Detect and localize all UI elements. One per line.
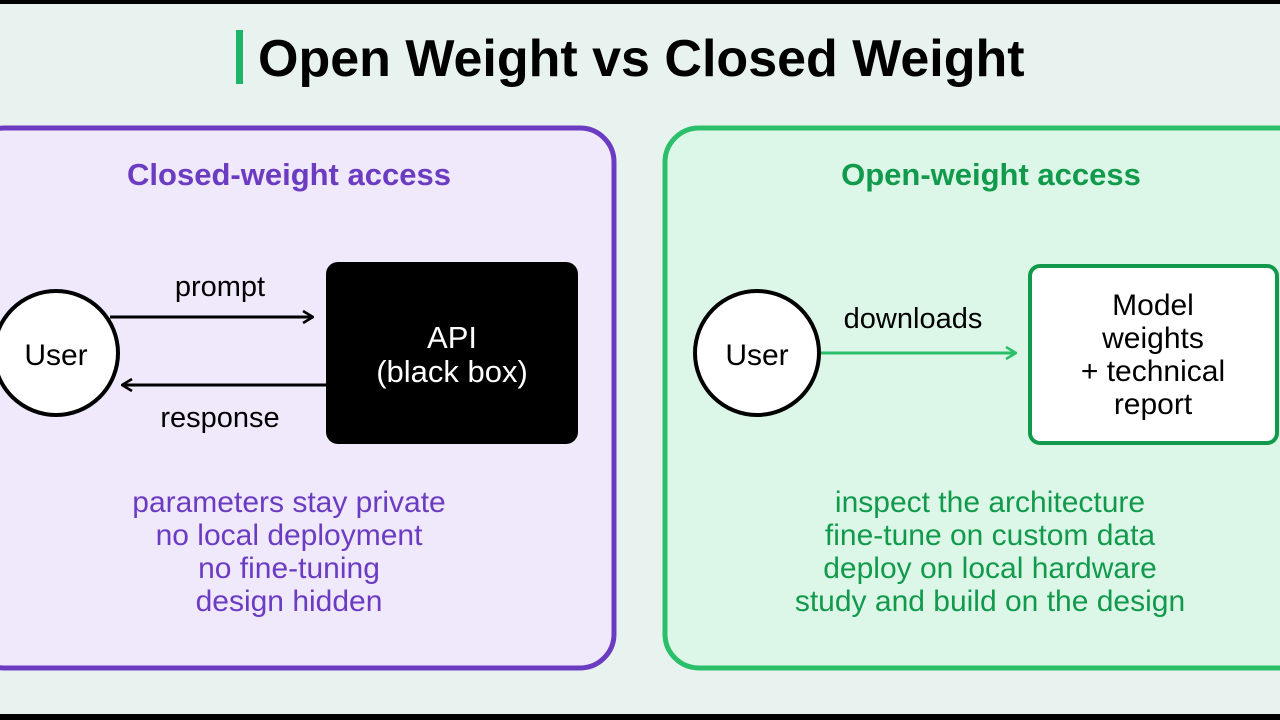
api-label-line1: API <box>427 320 477 355</box>
weights-label-line: weights <box>1101 322 1204 355</box>
open-user-circle <box>693 289 821 417</box>
closed-weight-panel: Closed-weight access User prompt respons… <box>0 125 617 671</box>
closed-note: no local deployment <box>156 519 424 552</box>
open-weight-panel: Open-weight access User downloads Model … <box>662 125 1280 671</box>
diagram-svg: Open Weight vs Closed Weight Closed-weig… <box>0 30 1280 671</box>
closed-heading: Closed-weight access <box>127 157 451 192</box>
open-note: fine-tune on custom data <box>825 519 1156 552</box>
closed-user-circle <box>0 289 120 417</box>
title-accent-bar <box>236 30 243 84</box>
weights-label-line: report <box>1114 388 1193 421</box>
diagram-canvas: Open Weight vs Closed Weight Closed-weig… <box>0 4 1280 714</box>
prompt-label: prompt <box>175 271 265 303</box>
model-weights-box <box>1028 264 1279 445</box>
closed-note: design hidden <box>196 585 383 618</box>
closed-note: no fine-tuning <box>198 552 380 585</box>
weights-label-line: Model <box>1112 289 1194 322</box>
open-note: deploy on local hardware <box>823 552 1157 585</box>
open-panel-box <box>662 125 1280 671</box>
api-label-line2: (black box) <box>376 354 528 389</box>
open-note: study and build on the design <box>795 585 1185 618</box>
open-heading: Open-weight access <box>841 157 1141 192</box>
open-user-label: User <box>725 339 788 372</box>
open-note: inspect the architecture <box>835 486 1145 519</box>
api-black-box <box>326 262 578 444</box>
weights-label-line: + technical <box>1081 355 1225 388</box>
downloads-label: downloads <box>844 303 983 335</box>
closed-user-label: User <box>24 339 87 372</box>
response-label: response <box>160 402 279 434</box>
closed-note: parameters stay private <box>132 486 445 519</box>
page-title: Open Weight vs Closed Weight <box>258 30 1025 88</box>
